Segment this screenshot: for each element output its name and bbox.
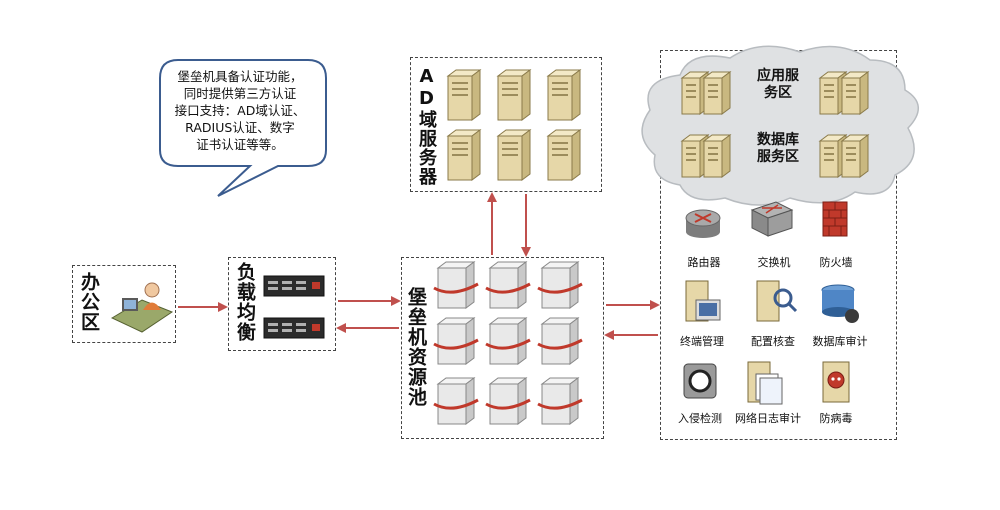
- intrusion-detection-icon: [683, 363, 717, 399]
- bastion-server-icon: [537, 317, 583, 365]
- ad-server-icon: [446, 69, 482, 121]
- database-audit-icon: [821, 284, 859, 323]
- app-zone-label: 应用服务区: [757, 68, 799, 101]
- bubble-line: 证书认证等等。: [196, 137, 284, 152]
- firewall-label: 防火墙: [819, 256, 853, 269]
- cloud-server-icon: [840, 71, 870, 115]
- db-zone-label: 数据库服务区: [757, 132, 799, 165]
- cloud-server-icon: [702, 71, 732, 115]
- ad-server-icon: [546, 129, 582, 181]
- ad-server-icon: [446, 129, 482, 181]
- bastion-server-icon: [433, 317, 479, 365]
- bastion-server-icon: [537, 377, 583, 425]
- bubble-line: 接口支持：AD域认证、: [174, 103, 306, 118]
- antivirus-icon: [822, 361, 850, 403]
- bubble-line: 堡垒机具备认证功能，: [177, 69, 303, 84]
- database-audit-label: 数据库审计: [812, 335, 868, 348]
- terminal-management-icon: [685, 280, 721, 322]
- network-log-audit-icon: [747, 361, 783, 405]
- ad-server-icon: [496, 129, 532, 181]
- switch-icon: [750, 201, 794, 237]
- bubble-line: 同时提供第三方认证: [183, 86, 297, 101]
- bubble-text: 堡垒机具备认证功能， 同时提供第三方认证 接口支持：AD域认证、 RADIUS认…: [165, 68, 315, 153]
- office-zone: [72, 265, 176, 343]
- load-balancer-zone: [228, 257, 336, 351]
- router-label: 路由器: [687, 256, 721, 269]
- network-log-audit-label: 网络日志审计: [735, 412, 801, 425]
- firewall-icon: [822, 201, 848, 237]
- ad-server-icon: [496, 69, 532, 121]
- bastion-pool-zone: [401, 257, 604, 439]
- load-balancer-label: 负载均衡: [234, 262, 256, 342]
- ad-server-label: AD域服务器: [416, 66, 437, 186]
- bubble-line: RADIUS认证、数字: [185, 120, 295, 135]
- bastion-server-icon: [433, 377, 479, 425]
- bastion-server-icon: [537, 261, 583, 309]
- bastion-server-icon: [485, 261, 531, 309]
- cloud-server-icon: [702, 134, 732, 178]
- office-label: 办公区: [78, 272, 100, 332]
- terminal-management-label: 终端管理: [680, 335, 724, 348]
- intrusion-detection-label: 入侵检测: [678, 412, 722, 425]
- bastion-server-icon: [433, 261, 479, 309]
- router-icon: [685, 209, 721, 238]
- config-check-icon: [756, 280, 798, 322]
- ad-server-zone: [410, 57, 602, 192]
- bastion-pool-label: 堡垒机资源池: [405, 287, 427, 407]
- cloud-server-icon: [840, 134, 870, 178]
- ad-server-icon: [546, 69, 582, 121]
- bastion-server-icon: [485, 317, 531, 365]
- switch-label: 交换机: [757, 256, 791, 269]
- config-check-label: 配置核查: [751, 335, 795, 348]
- bastion-server-icon: [485, 377, 531, 425]
- antivirus-label: 防病毒: [819, 412, 853, 425]
